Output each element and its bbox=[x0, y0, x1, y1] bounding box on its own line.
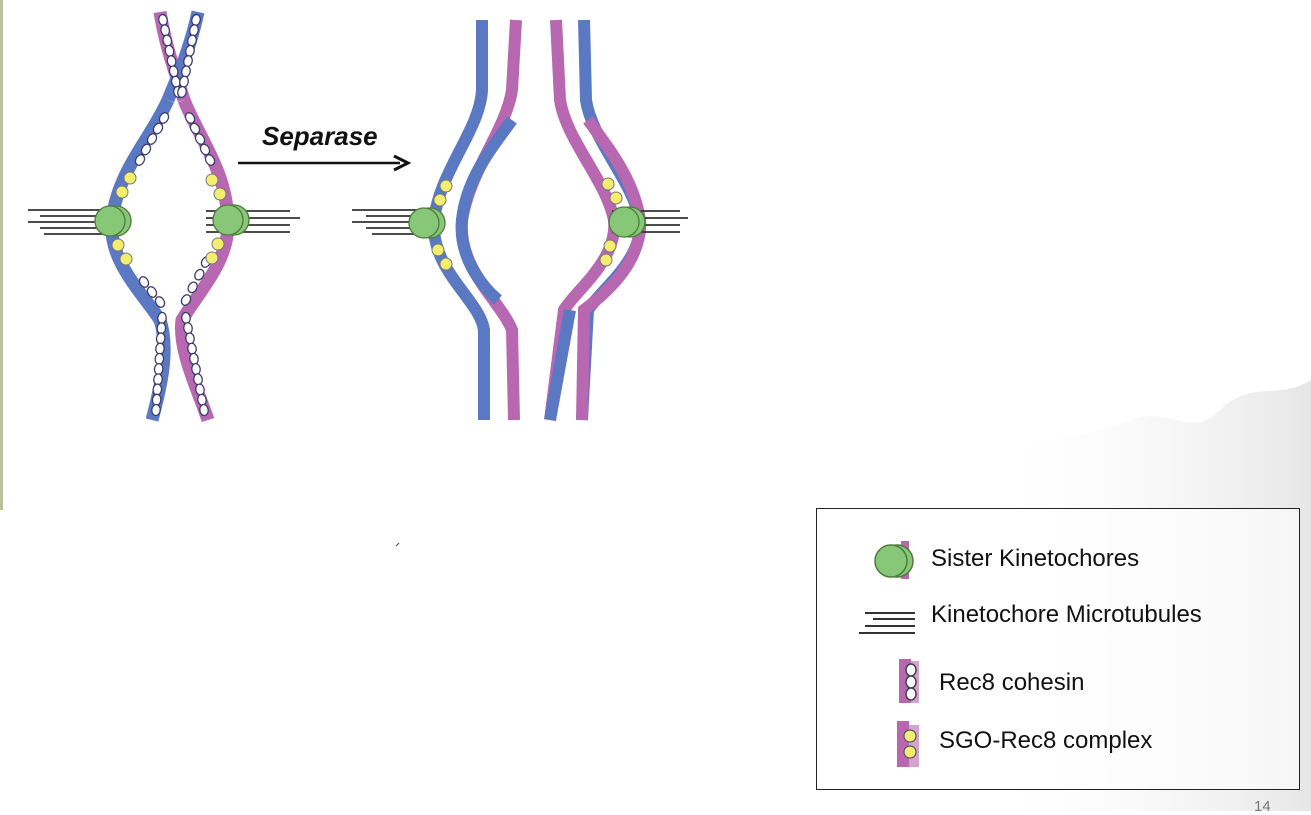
sgo-rec8-bead bbox=[213, 187, 227, 201]
separase-arrow: Separase bbox=[238, 121, 412, 172]
sgo-rec8-bead bbox=[603, 239, 617, 253]
sgo-rec8-bead bbox=[601, 177, 615, 191]
kinetochore-icon bbox=[212, 204, 244, 236]
rec8-cohesin-bead bbox=[151, 403, 161, 417]
sgo-rec8-bead bbox=[115, 185, 129, 199]
kinetochore-icon bbox=[94, 205, 126, 237]
sgo-rec8-bead bbox=[119, 252, 133, 266]
rec8-cohesin-bead bbox=[177, 85, 187, 99]
microtubules-icon bbox=[859, 612, 915, 634]
rec8-cohesin-bead bbox=[158, 112, 170, 124]
blue-arm-crossover bbox=[455, 116, 517, 305]
sgo-rec8-complex-icon bbox=[897, 721, 919, 767]
rec8-cohesin-bead bbox=[184, 112, 196, 124]
rec8-cohesin-icon bbox=[899, 659, 919, 703]
slide-page-number: 14 bbox=[1254, 798, 1271, 815]
rec8-cohesin-bead bbox=[180, 294, 192, 306]
rec8-cohesin-bead bbox=[194, 133, 206, 145]
sgo-rec8-bead bbox=[211, 237, 225, 251]
legend-label-sister-kinetochores: Sister Kinetochores bbox=[931, 545, 1140, 572]
rec8-cohesin-bead bbox=[146, 133, 158, 145]
rec8-cohesin-bead bbox=[199, 143, 211, 156]
kinetochore-icon bbox=[608, 206, 640, 238]
sgo-rec8-bead bbox=[431, 243, 445, 257]
rec8-cohesin-bead bbox=[152, 122, 164, 135]
legend-label-sgo-rec8-complex: SGO-Rec8 complex bbox=[939, 727, 1153, 754]
legend-label-rec8-cohesin: Rec8 cohesin bbox=[939, 669, 1085, 696]
stray-mark bbox=[395, 542, 400, 547]
kinetochore-icon bbox=[408, 207, 440, 239]
rec8-cohesin-bead bbox=[199, 403, 209, 417]
rec8-cohesin-bead bbox=[187, 281, 198, 294]
legend-box: Sister Kinetochores Kinetochore Microtub… bbox=[816, 508, 1300, 790]
legend-label-microtubules: Kinetochore Microtubules bbox=[931, 601, 1202, 628]
rec8-cohesin-bead bbox=[154, 296, 166, 308]
rec8-cohesin-bead bbox=[146, 286, 158, 298]
sgo-rec8-bead bbox=[439, 257, 453, 271]
rec8-cohesin-bead bbox=[189, 122, 201, 135]
arrow-head-icon bbox=[393, 154, 412, 172]
sgo-rec8-bead bbox=[609, 191, 623, 205]
rec8-cohesin-bead bbox=[194, 268, 205, 281]
left-chromosome-pair bbox=[28, 10, 300, 423]
rec8-cohesin-bead bbox=[140, 143, 152, 156]
right-chromosome-pair bbox=[352, 19, 688, 422]
rec8-cohesin-bead bbox=[204, 154, 216, 166]
magenta-chromatid-body bbox=[174, 97, 235, 423]
sgo-rec8-bead bbox=[205, 173, 219, 187]
sister-kinetochores-icon bbox=[874, 541, 914, 579]
sgo-rec8-bead bbox=[205, 251, 219, 265]
sgo-rec8-bead bbox=[599, 253, 613, 267]
separase-label: Separase bbox=[262, 121, 378, 151]
sgo-rec8-bead bbox=[111, 238, 125, 252]
rec8-cohesin-bead bbox=[134, 154, 146, 166]
sgo-rec8-bead bbox=[123, 171, 137, 185]
rec8-cohesin-bead bbox=[138, 276, 150, 288]
blue-lower-arm bbox=[544, 308, 576, 422]
left-microtubules bbox=[28, 209, 300, 235]
sgo-rec8-bead bbox=[433, 193, 447, 207]
left-edge-bar bbox=[0, 0, 3, 510]
sgo-rec8-bead bbox=[439, 179, 453, 193]
